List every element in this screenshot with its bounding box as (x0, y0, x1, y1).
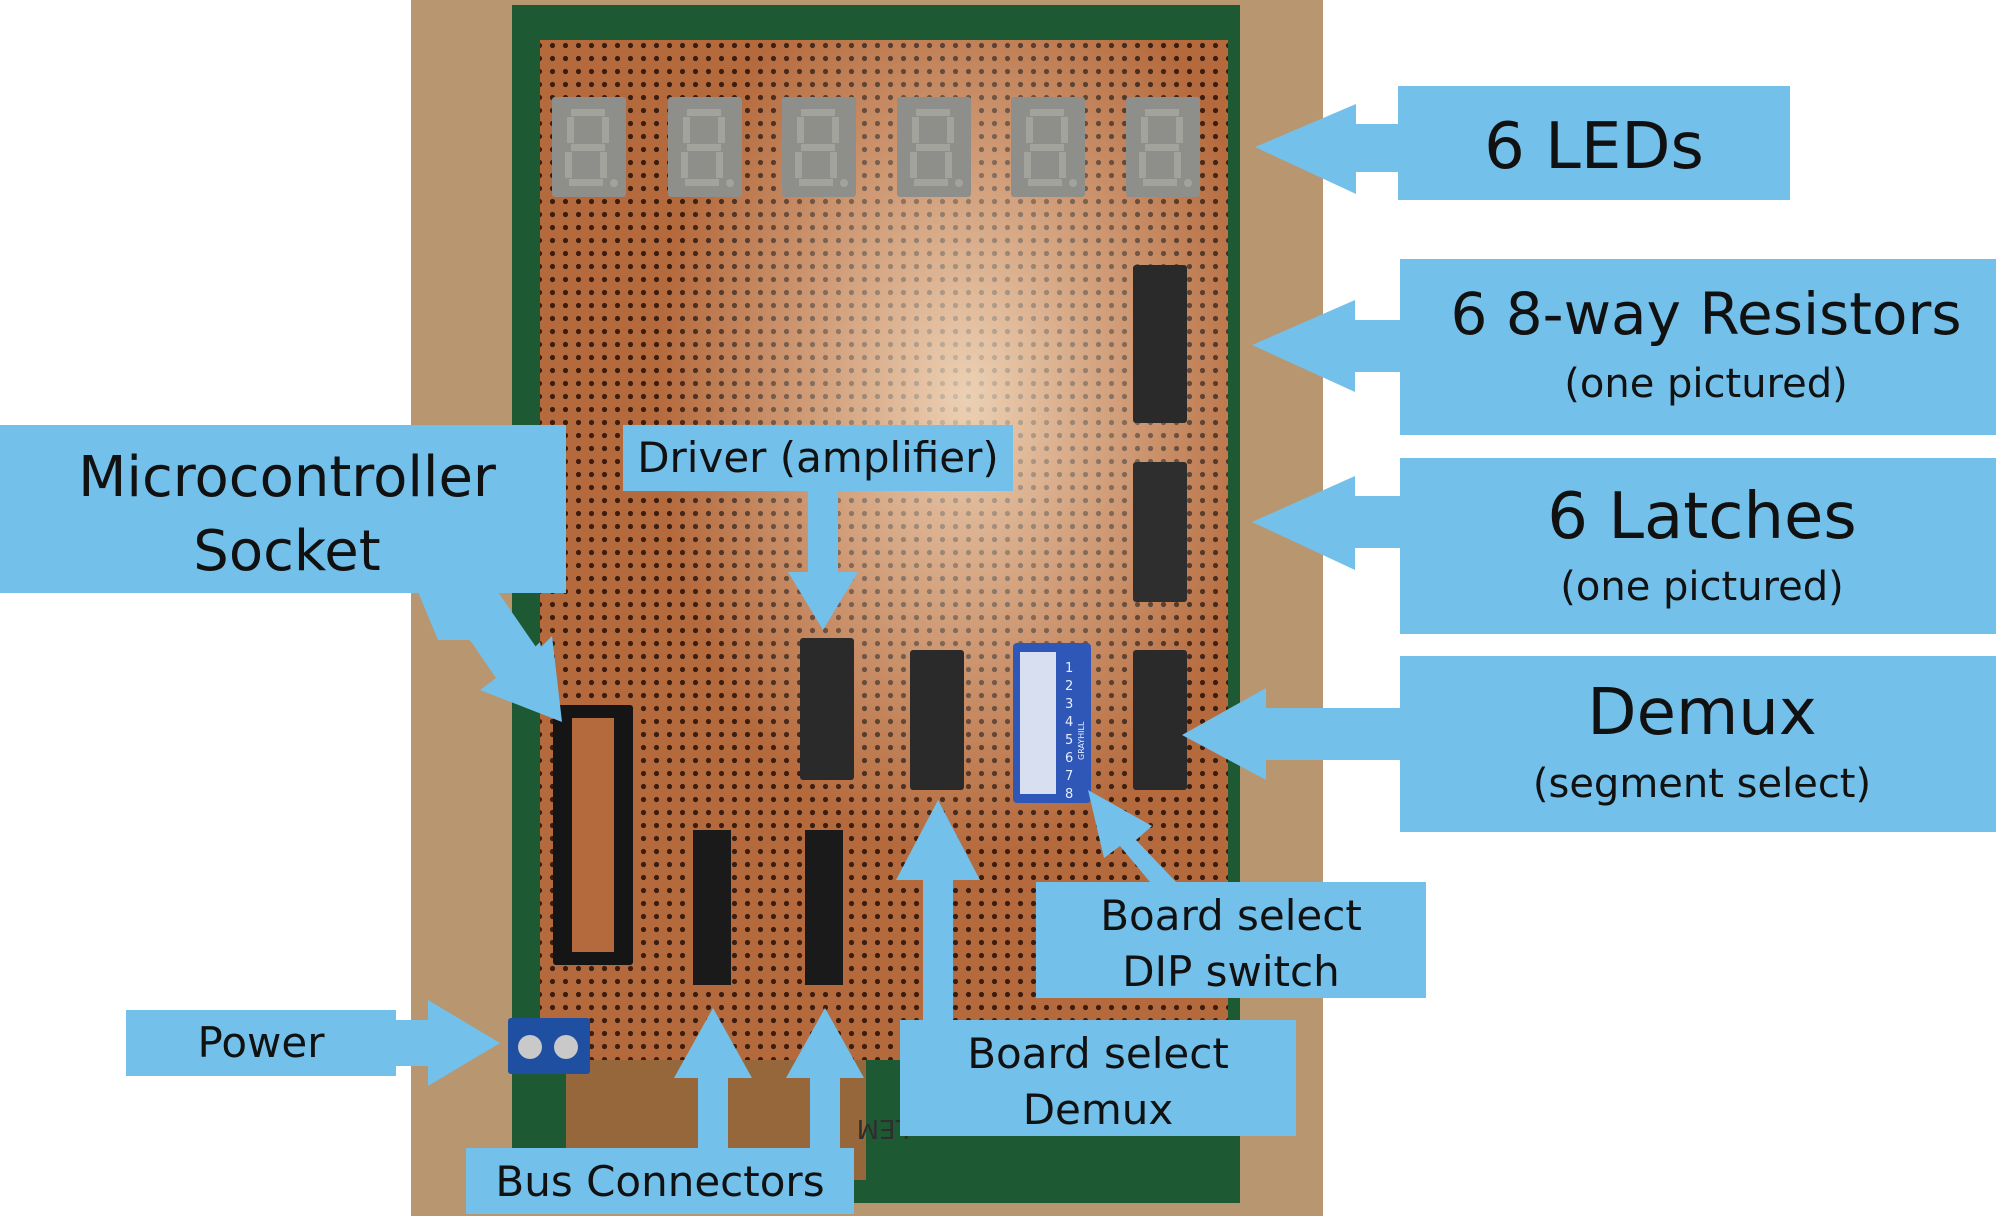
callout-label: Board select (1100, 891, 1362, 940)
led-digit-icon (1011, 97, 1085, 197)
latch-chip (1133, 462, 1187, 602)
bus-header-right (805, 830, 843, 985)
dip-number: 3 (1065, 697, 1073, 712)
bus-header-left (693, 830, 731, 985)
callout-label: 6 LEDs (1484, 110, 1704, 184)
arrow-icon (896, 800, 980, 1020)
arrow-icon (788, 491, 858, 630)
dip-number: 4 (1065, 715, 1073, 730)
arrow-icon (1252, 300, 1402, 392)
callout-resistors: 6 8-way Resistors (one pictured) (1252, 259, 1996, 435)
arrow-icon (786, 1008, 864, 1148)
callout-label: Driver (amplifier) (637, 433, 999, 482)
dip-number: 2 (1065, 679, 1073, 694)
screw-icon (554, 1035, 578, 1059)
segment-demux-chip (1133, 650, 1187, 790)
callout-sublabel: (one pictured) (1560, 564, 1843, 610)
dip-brand: GRAYHILL (1077, 721, 1086, 760)
callout-label: Demux (1023, 1085, 1174, 1134)
arrow-icon (674, 1008, 752, 1148)
led-digit-icon (1126, 97, 1200, 197)
microcontroller-socket (553, 705, 633, 965)
dip-number: 6 (1065, 751, 1073, 766)
arrow-icon (1088, 790, 1176, 882)
dip-number: 1 (1065, 661, 1073, 676)
led-digit-icon (668, 97, 742, 197)
callout-driver: Driver (amplifier) (623, 425, 1013, 630)
arrow-icon (1255, 104, 1400, 194)
arrow-icon (1252, 476, 1402, 570)
dip-number: 7 (1065, 769, 1073, 784)
callout-board-select-demux: Board select Demux (896, 800, 1296, 1136)
driver-chip (800, 638, 854, 780)
board-select-demux-chip (910, 650, 964, 790)
power-terminal (508, 1018, 590, 1074)
led-digit-icon (897, 97, 971, 197)
callout-label: Power (198, 1018, 326, 1067)
callout-dip-switch: Board select DIP switch (1036, 790, 1426, 998)
resistor-chip (1133, 265, 1187, 423)
callout-label: Board select (967, 1029, 1229, 1078)
callout-label: Microcontroller (78, 445, 497, 510)
callout-label: Demux (1587, 676, 1816, 750)
led-digit-icon (782, 97, 856, 197)
callout-label: Bus Connectors (495, 1157, 824, 1206)
callout-power: Power (126, 1000, 500, 1086)
screw-icon (518, 1035, 542, 1059)
dip-number: 8 (1065, 787, 1073, 802)
led-digit-icon (552, 97, 626, 197)
callout-label: Socket (193, 519, 380, 584)
callout-sublabel: (one pictured) (1564, 361, 1847, 407)
arrow-icon (418, 592, 562, 722)
dip-switch: 1 2 3 4 5 6 7 8 GRAYHILL (1013, 643, 1091, 803)
callout-label: 6 Latches (1547, 480, 1857, 554)
callout-label: DIP switch (1122, 947, 1340, 996)
callout-sublabel: (segment select) (1533, 761, 1871, 807)
callout-demux: Demux (segment select) (1182, 656, 1996, 832)
arrow-icon (1182, 688, 1402, 780)
callout-label: 6 8-way Resistors (1450, 280, 1961, 348)
callout-bus-connectors: Bus Connectors (466, 1008, 864, 1214)
callout-leds: 6 LEDs (1255, 86, 1790, 200)
dip-number: 5 (1065, 733, 1073, 748)
callout-latches: 6 Latches (one pictured) (1252, 458, 1996, 634)
arrow-icon (394, 1000, 500, 1086)
